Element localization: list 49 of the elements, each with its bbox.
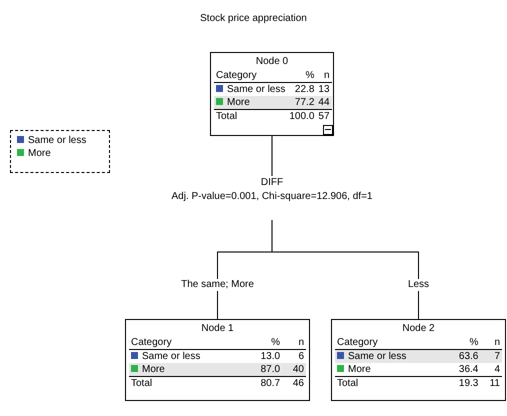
legend-label: Same or less bbox=[28, 135, 86, 146]
cell-value: 4 bbox=[494, 364, 500, 375]
column-header: Category bbox=[216, 70, 257, 81]
category-label: Total bbox=[216, 111, 238, 122]
category-label: Same or less bbox=[227, 84, 286, 95]
column-header: % bbox=[305, 70, 314, 81]
column-header: n bbox=[298, 337, 304, 348]
split-statistics: Adj. P-value=0.001, Chi-square=12.906, df=1 bbox=[172, 190, 372, 204]
edge-label: The same; More bbox=[179, 279, 256, 291]
cell-value: 87.0 bbox=[260, 364, 280, 375]
edge-label: Less bbox=[406, 279, 432, 291]
column-header: n bbox=[324, 70, 330, 81]
column-header: % bbox=[271, 337, 280, 348]
cell-value: 63.6 bbox=[458, 351, 478, 362]
cell-value: 7 bbox=[494, 351, 500, 362]
node-title: Node 0 bbox=[254, 55, 290, 69]
legend-label: More bbox=[28, 148, 51, 159]
category-label: More bbox=[348, 364, 371, 375]
cell-value: 6 bbox=[298, 351, 304, 362]
cell-value: 57 bbox=[318, 111, 330, 122]
column-header: Category bbox=[131, 337, 172, 348]
tree-node-table bbox=[331, 319, 506, 401]
cell-value: 100.0 bbox=[289, 111, 314, 122]
connector-line bbox=[272, 220, 419, 320]
category-label: More bbox=[227, 97, 250, 108]
node-title: Node 2 bbox=[401, 322, 436, 336]
category-label: Total bbox=[337, 378, 358, 389]
category-label: Same or less bbox=[142, 351, 200, 362]
category-label: More bbox=[142, 364, 165, 375]
category-label: Same or less bbox=[348, 351, 406, 362]
cell-value: 80.7 bbox=[260, 378, 280, 389]
chart-title: Stock price appreciation bbox=[199, 13, 308, 24]
cell-value: 13 bbox=[318, 84, 330, 95]
cell-value: 40 bbox=[292, 364, 304, 375]
tree-node-table bbox=[210, 52, 334, 136]
tree-node-table bbox=[125, 319, 310, 401]
cell-value: 22.8 bbox=[294, 84, 314, 95]
cell-value: 36.4 bbox=[458, 364, 478, 375]
column-header: Category bbox=[337, 337, 378, 348]
cell-value: 77.2 bbox=[294, 97, 314, 108]
cell-value: 44 bbox=[318, 97, 330, 108]
column-header: % bbox=[469, 337, 478, 348]
cell-value: 46 bbox=[292, 378, 304, 389]
column-header: n bbox=[494, 337, 500, 348]
cell-value: 13.0 bbox=[260, 351, 280, 362]
category-label: Total bbox=[131, 378, 152, 389]
node-title: Node 1 bbox=[200, 322, 235, 336]
cell-value: 11 bbox=[490, 378, 500, 389]
cell-value: 19.3 bbox=[458, 378, 478, 389]
